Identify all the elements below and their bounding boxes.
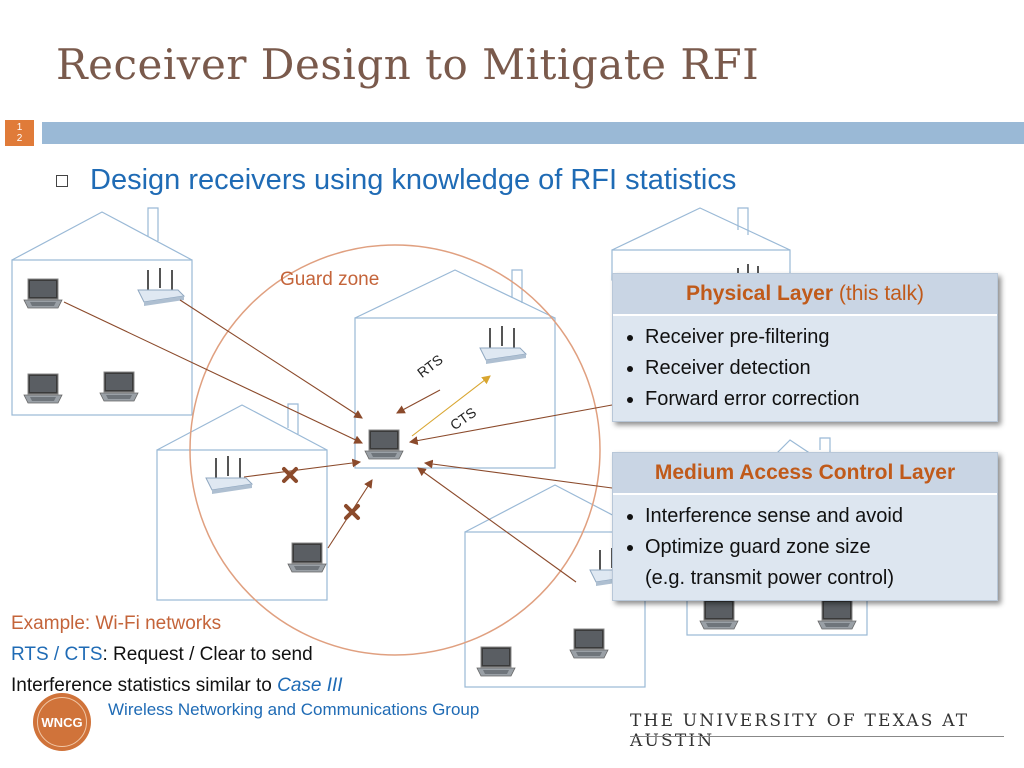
- wncg-logo: WNCG: [33, 693, 91, 751]
- university-name: THE UNIVERSITY OF TEXAS AT AUSTIN: [630, 711, 970, 751]
- physical-layer-title: Physical Layer: [685, 282, 834, 305]
- title-bar: [42, 122, 1024, 144]
- statistics-line: Interference statistics similar to Case …: [11, 670, 343, 701]
- laptop-icon: [699, 599, 739, 630]
- statistics-text: Interference statistics similar to: [11, 675, 278, 696]
- list-item: Optimize guard zone size: [645, 532, 987, 563]
- blocked-x-icon: [282, 467, 298, 483]
- blocked-x-icon: [344, 504, 360, 520]
- laptop-icon: [23, 278, 63, 309]
- laptop-icon: [23, 373, 63, 404]
- case-reference: Case III: [277, 675, 343, 696]
- router-icon: [137, 267, 185, 307]
- university-underline: [630, 736, 1004, 737]
- house-top-right: [611, 207, 791, 281]
- house-center: [354, 269, 556, 469]
- router-icon: [205, 455, 253, 495]
- laptop-icon: [817, 599, 857, 630]
- guard-zone-circle: [189, 244, 601, 656]
- house-bottom-left: [156, 403, 328, 601]
- mac-layer-title: Medium Access Control Layer: [654, 461, 956, 484]
- laptop-icon: [364, 429, 404, 460]
- physical-layer-subtitle: (this talk): [833, 282, 925, 305]
- laptop-icon: [569, 628, 609, 659]
- house-top-left: [11, 207, 193, 416]
- rts-cts-line: RTS / CTS: Request / Clear to send: [11, 639, 343, 670]
- physical-layer-header: Physical Layer (this talk): [613, 274, 997, 316]
- mac-layer-header: Medium Access Control Layer: [613, 453, 997, 495]
- slide-title: Receiver Design to Mitigate RFI: [56, 40, 760, 89]
- laptop-icon: [476, 646, 516, 677]
- rts-cts-definition: : Request / Clear to send: [102, 644, 313, 665]
- list-item-continuation: (e.g. transmit power control): [645, 567, 894, 589]
- router-icon: [479, 325, 527, 365]
- list-item: Forward error correction: [645, 384, 987, 415]
- logo-ring: [37, 697, 87, 747]
- list-item: Receiver detection: [645, 353, 987, 384]
- laptop-icon: [99, 371, 139, 402]
- mac-layer-body: Interference sense and avoid Optimize gu…: [613, 495, 997, 600]
- main-bullet-text: Design receivers using knowledge of RFI …: [90, 164, 737, 196]
- list-item: Interference sense and avoid: [645, 501, 987, 532]
- example-notes: Example: Wi-Fi networks RTS / CTS: Reque…: [11, 608, 343, 701]
- physical-layer-card: Physical Layer (this talk) Receiver pre-…: [612, 273, 998, 422]
- example-line: Example: Wi-Fi networks: [11, 613, 222, 634]
- square-bullet-icon: [56, 174, 68, 187]
- mac-layer-card: Medium Access Control Layer Interference…: [612, 452, 998, 601]
- group-name: Wireless Networking and Communications G…: [108, 700, 480, 719]
- guard-zone-label: Guard zone: [280, 269, 380, 290]
- laptop-icon: [287, 542, 327, 573]
- rts-cts-term: RTS / CTS: [11, 644, 103, 665]
- list-item: Receiver pre-filtering: [645, 322, 987, 353]
- physical-layer-body: Receiver pre-filtering Receiver detectio…: [613, 316, 997, 421]
- main-bullet: Design receivers using knowledge of RFI …: [56, 164, 736, 197]
